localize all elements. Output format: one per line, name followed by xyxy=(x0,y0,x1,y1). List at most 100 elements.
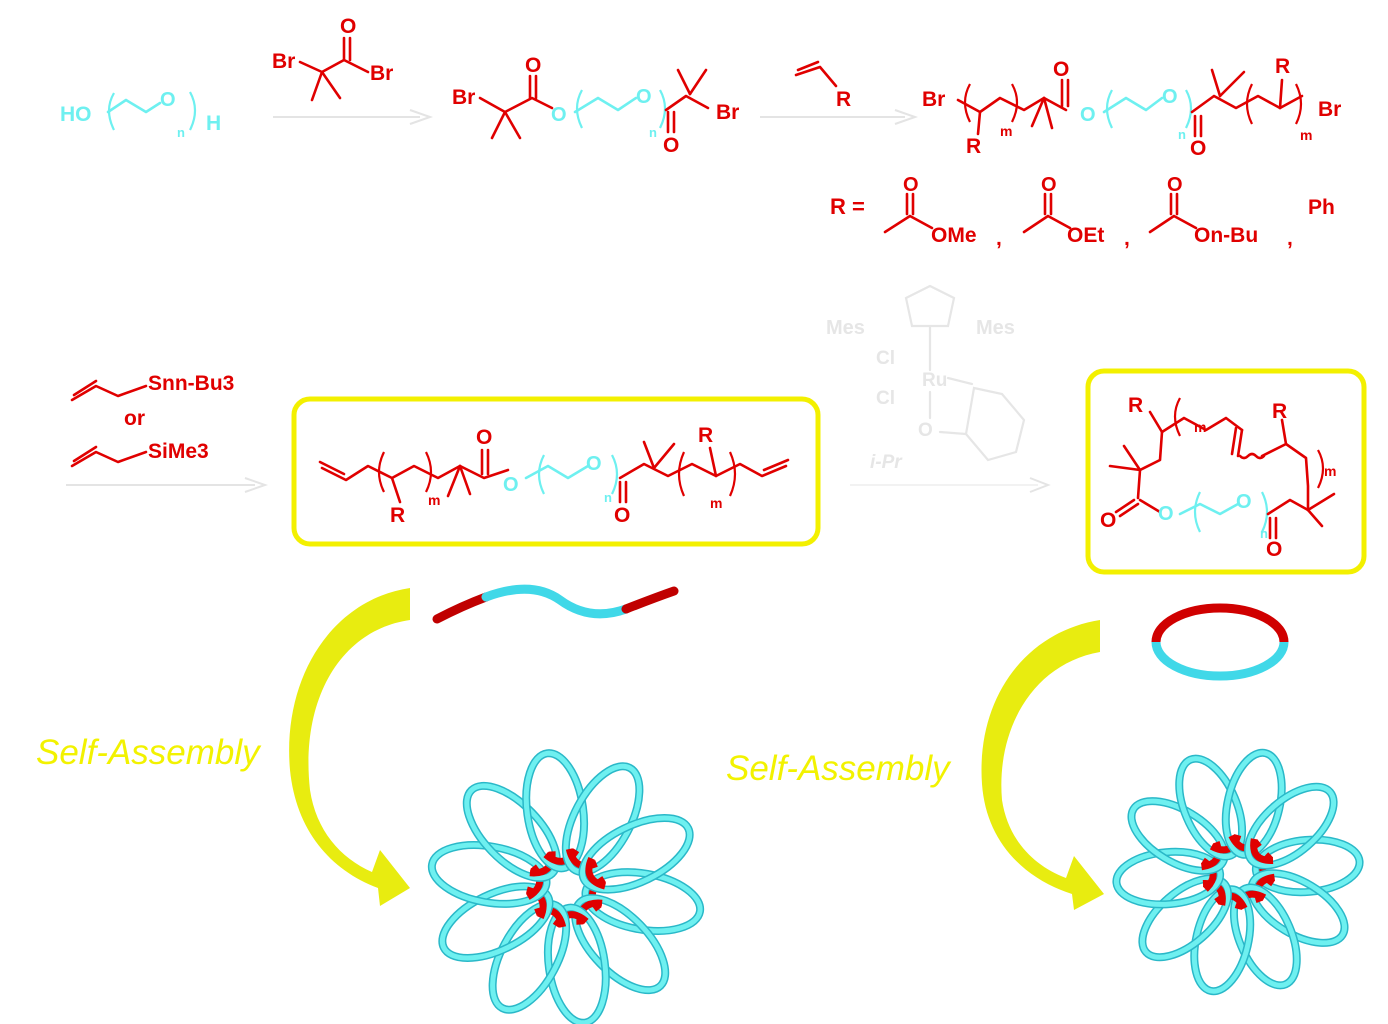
atrp-m-right-label: m xyxy=(1300,127,1312,143)
atrp-left-methyl-2 xyxy=(1042,96,1054,130)
cyclic-top-paren-1 xyxy=(1173,397,1181,437)
flower-petal xyxy=(1244,782,1338,870)
reaction-arrow-1 xyxy=(273,109,434,125)
linear-right-paren-2 xyxy=(728,451,737,497)
cyclic-right-methyl-1 xyxy=(1306,508,1324,528)
catalyst-mes-right-label: Mes xyxy=(976,317,1015,339)
reaction-arrow-2 xyxy=(760,109,919,125)
cyclic-peg-right-paren xyxy=(1261,491,1269,533)
cyclic-product-box: R m O O O n O R m xyxy=(1085,368,1367,575)
flower-petal xyxy=(1138,874,1232,962)
right-flower-micelle xyxy=(1112,748,1364,996)
mi-n-label: n xyxy=(649,125,657,140)
atrp-o-bottom-label: O xyxy=(1190,137,1206,160)
petal-loop xyxy=(439,883,552,961)
linear-right-paren-1 xyxy=(677,451,686,497)
catalyst-o-label: O xyxy=(918,420,933,441)
reaction-arrow-4 xyxy=(850,477,1051,493)
atrp-product-structure: Br R m O O O n O R m Br xyxy=(922,55,1341,160)
catalyst-ipr-label: i-Pr xyxy=(870,452,903,473)
petal-loop xyxy=(580,815,693,893)
catalyst-cl1-label: Cl xyxy=(876,348,895,369)
flower-petal xyxy=(1112,847,1225,909)
self-assembly-left-label: Self-Assembly xyxy=(36,733,262,772)
mi-right-paren xyxy=(659,89,667,129)
linear-m-right-label: m xyxy=(710,495,722,511)
linear-polymer-rod xyxy=(432,584,679,624)
cyclic-peg-chain xyxy=(1178,502,1240,516)
atrp-left-r-bond xyxy=(976,110,982,136)
linear-right-vinyl xyxy=(762,458,790,472)
linear-left-r-bond xyxy=(390,476,402,504)
atrp-right-methyl-2 xyxy=(1218,70,1246,98)
cyclic-o-peg-label: O xyxy=(1236,491,1252,513)
linear-o-ester-label: O xyxy=(503,474,519,496)
linear-left-methyl-1 xyxy=(446,464,462,498)
cyclic-left-methyl-2 xyxy=(1122,444,1142,472)
r-group-ome: O OMe , xyxy=(883,174,1002,250)
mi-right-methyl-2 xyxy=(688,68,708,96)
or-label: or xyxy=(124,407,145,430)
atrp-br-left-label: Br xyxy=(922,88,945,111)
linear-o-bottom-label: O xyxy=(614,504,630,527)
atrp-right-r-bond xyxy=(1278,78,1284,110)
rod-red-left xyxy=(432,592,491,624)
cyclic-top-chain xyxy=(1160,416,1244,434)
peg-structure: HO O n H xyxy=(60,89,221,140)
atrp-left-methyl-1 xyxy=(1030,96,1046,128)
petal-core xyxy=(585,856,607,890)
atrp-right-paren-1 xyxy=(1245,83,1253,125)
petal-loop xyxy=(1248,870,1348,946)
ring-red-arc xyxy=(1151,603,1289,643)
tin-reagent-label: Snn-Bu3 xyxy=(148,372,234,395)
atrp-left-backbone xyxy=(956,96,1068,114)
onbu-o-label: O xyxy=(1167,174,1183,196)
atrp-r-left-label: R xyxy=(966,135,981,158)
mi-o-top-label: O xyxy=(525,54,541,77)
linear-left-backbone xyxy=(320,464,510,482)
mi-o-peg-label: O xyxy=(636,86,652,108)
atrp-peg-chain xyxy=(1102,96,1164,114)
macroinitiator-structure: Br O O O n O Br xyxy=(452,54,739,157)
linear-left-methyl-2 xyxy=(458,464,472,496)
vinyl-monomer: R xyxy=(794,60,851,111)
right-curved-arrow xyxy=(981,620,1104,910)
onbu-bonds xyxy=(1148,214,1198,234)
linear-o-top-label: O xyxy=(476,426,492,449)
atrp-left-paren-2 xyxy=(1011,83,1019,123)
cyclic-right-r-bond xyxy=(1280,418,1288,446)
onbu-separator: , xyxy=(1287,227,1293,250)
atrp-o-peg-label: O xyxy=(1162,86,1178,108)
cyclic-right-paren xyxy=(1317,449,1325,489)
flower-petal xyxy=(561,762,644,877)
ph-label: Ph xyxy=(1308,196,1335,219)
peg-right-paren xyxy=(189,91,197,131)
petal-loop-outline xyxy=(1138,874,1232,962)
linear-peg-left-paren xyxy=(537,454,545,495)
linear-right-r-bond xyxy=(708,446,718,478)
atrp-right-paren-2 xyxy=(1295,83,1303,125)
ome-bonds xyxy=(883,214,934,234)
peg-ho-label: HO xyxy=(60,103,92,126)
silane-reagent-label: SiMe3 xyxy=(148,440,209,463)
petal-loop-outline xyxy=(1244,782,1338,870)
reagent-o-label: O xyxy=(340,15,356,38)
r-group-onbu: O On-Bu , xyxy=(1148,174,1293,250)
left-flower-micelle xyxy=(427,749,705,1024)
petal-loop xyxy=(582,869,703,934)
cyclic-right-methyl-2 xyxy=(1306,492,1336,512)
peg-chain xyxy=(106,98,162,114)
atrp-right-backbone xyxy=(1190,94,1282,114)
self-assembly-right-label: Self-Assembly xyxy=(726,749,952,788)
cyclic-left-chain xyxy=(1138,430,1164,472)
peg-h-label: H xyxy=(206,112,221,135)
mi-right-backbone xyxy=(664,94,710,112)
linear-product-box: R m O O O n O R m xyxy=(291,396,821,547)
linear-n-label: n xyxy=(604,490,612,505)
cyclic-n-label: n xyxy=(1260,526,1268,541)
mi-o-bottom-label: O xyxy=(663,134,679,157)
left-curved-arrow xyxy=(289,588,410,906)
flower-petal xyxy=(571,894,670,995)
linear-peg-right-paren xyxy=(611,454,619,495)
